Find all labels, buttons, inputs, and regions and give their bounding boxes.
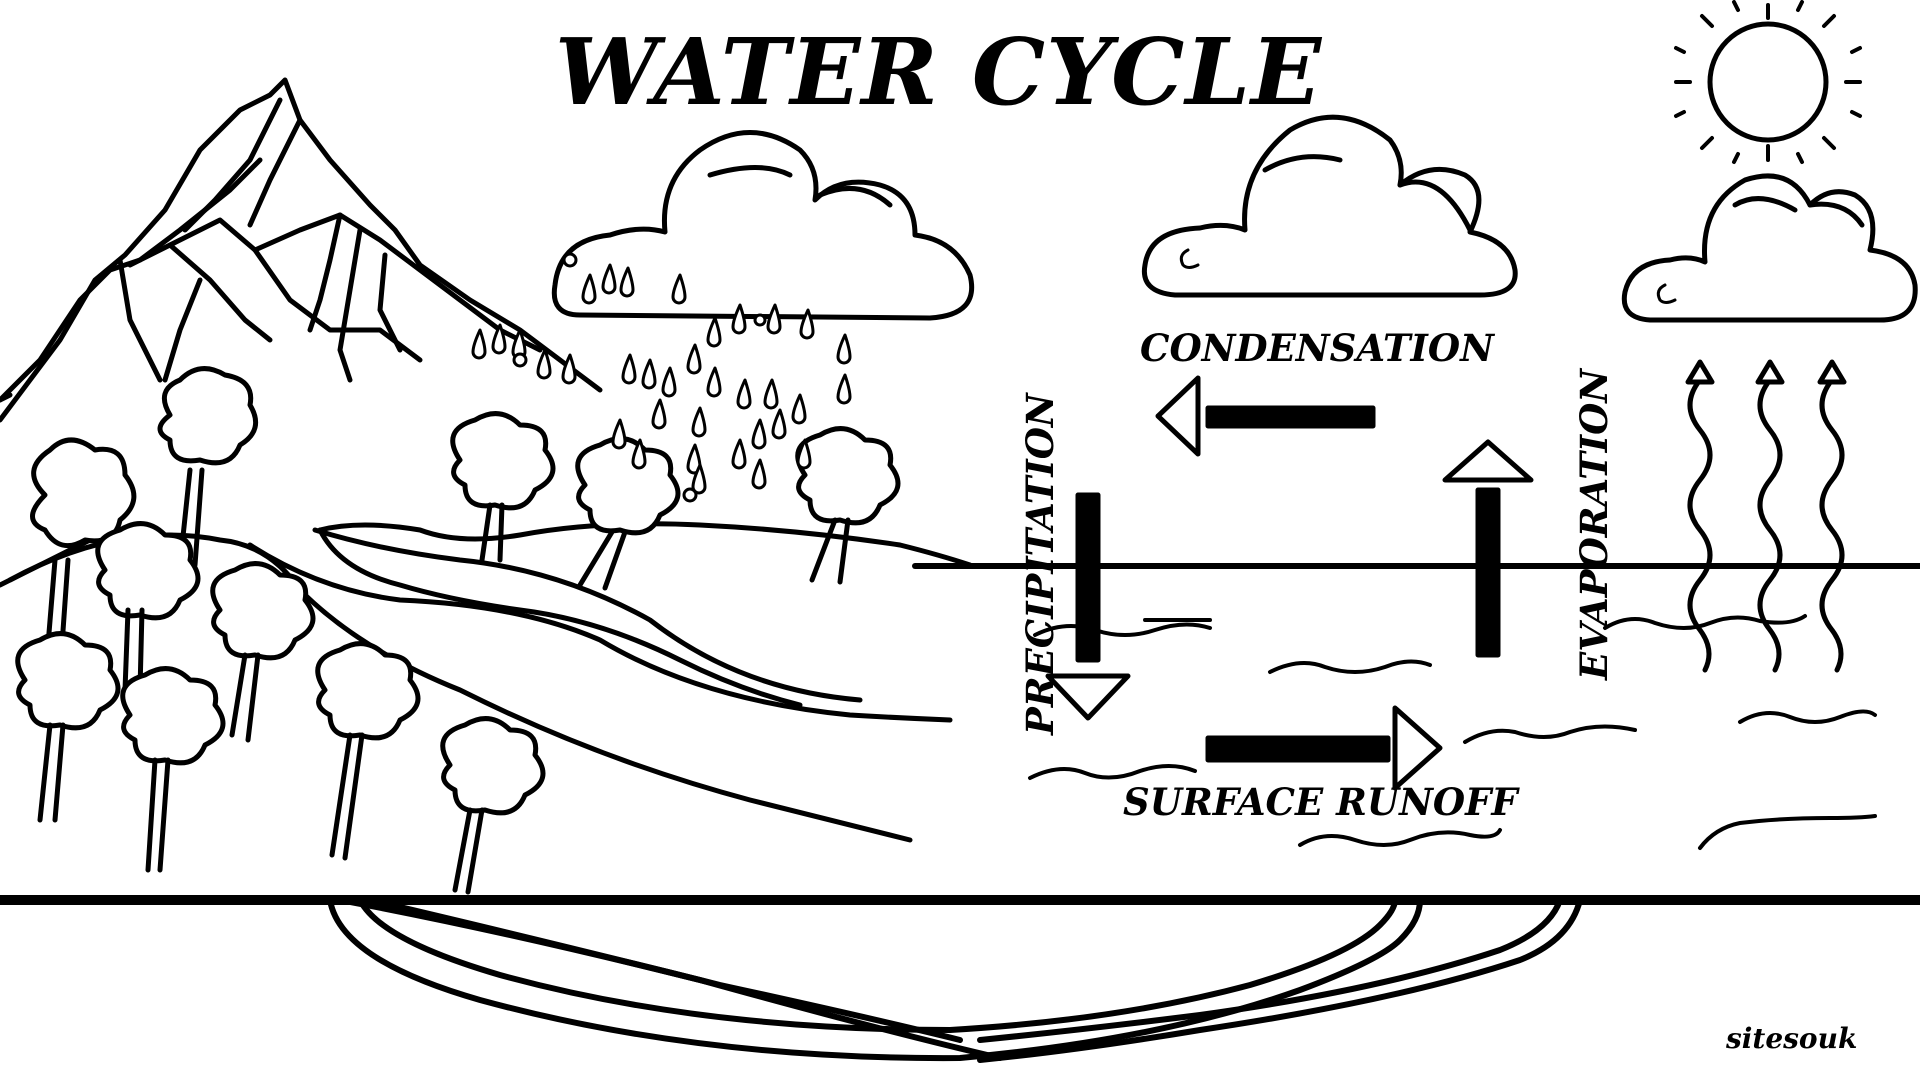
diagram-title: WATER CYCLE (555, 18, 1323, 126)
raindrop-icon (686, 443, 702, 475)
raindrop-icon (619, 266, 635, 298)
raindrop-icon (621, 353, 637, 385)
raindrop-icon (763, 378, 779, 410)
raindrop-icon (686, 343, 702, 375)
precipitation-label: PRECIPITATION (1018, 393, 1062, 735)
mountain-icon (0, 77, 603, 423)
raindrop-icon (791, 393, 807, 425)
raindrop-icon (836, 333, 852, 365)
raindrop-icon (751, 458, 767, 490)
raindrop-icon (471, 328, 487, 360)
raindrop-icon (601, 263, 617, 295)
raindrop-icon (771, 408, 787, 440)
raindrop-icon (661, 366, 677, 398)
tree-icon (15, 631, 121, 823)
tree-icon (575, 436, 681, 591)
cloud-icon (1621, 173, 1918, 323)
raindrop-icon (836, 373, 852, 405)
raindrop-icon (581, 273, 597, 305)
raindrop-icon (671, 273, 687, 305)
tree-icon (450, 411, 556, 563)
raindrop-icon (796, 438, 812, 470)
sun-icon (1674, 0, 1862, 164)
raindrop-icon (562, 252, 578, 268)
raindrop-icon (631, 438, 647, 470)
raindrop-icon (766, 303, 782, 335)
tree-icon (795, 426, 901, 585)
raindrop-icon (799, 308, 815, 340)
evaporation-label: EVAPORATION (1572, 368, 1616, 680)
condensation-label: CONDENSATION (1140, 326, 1494, 370)
raindrop-icon (736, 378, 752, 410)
wavy-evaporation-icon (1755, 359, 1785, 673)
raindrop-icon (536, 348, 552, 380)
arrow-icon (1045, 492, 1131, 721)
tree-icon (30, 437, 137, 648)
raindrop-icon (512, 352, 528, 368)
surface-runoff-label: SURFACE RUNOFF (1123, 780, 1518, 824)
raindrop-icon (491, 323, 507, 355)
cloud-icon (1141, 114, 1518, 298)
wavy-evaporation-group (1685, 359, 1847, 673)
tree-icon (210, 561, 316, 743)
raindrop-icon (611, 418, 627, 450)
raindrop-icon (731, 438, 747, 470)
tree-icon (120, 666, 226, 873)
credit-text: sitesouk (1726, 1022, 1858, 1055)
water-ripples (1028, 614, 1877, 850)
raindrop-icon (706, 316, 722, 348)
raindrop-icon (691, 406, 707, 438)
arrow-icon (1205, 705, 1443, 791)
tree-group (15, 366, 901, 895)
wavy-evaporation-icon (1685, 359, 1715, 673)
tree-icon (440, 716, 546, 895)
raindrop-icon (753, 313, 767, 327)
groundwater-path (327, 897, 1583, 1063)
raindrop-icon (682, 487, 698, 503)
wavy-evaporation-icon (1817, 359, 1847, 673)
raindrop-icon (691, 463, 707, 495)
rain-cloud-icon (551, 130, 974, 321)
arrow-icon (1442, 439, 1534, 658)
raindrop-icon (641, 358, 657, 390)
raindrop-icon (751, 418, 767, 450)
raindrop-icon (561, 353, 577, 385)
raindrop-group (471, 252, 852, 503)
tree-icon (315, 641, 421, 861)
raindrop-icon (731, 303, 747, 335)
raindrop-icon (706, 366, 722, 398)
arrow-icon (1155, 375, 1376, 457)
raindrop-icon (651, 398, 667, 430)
